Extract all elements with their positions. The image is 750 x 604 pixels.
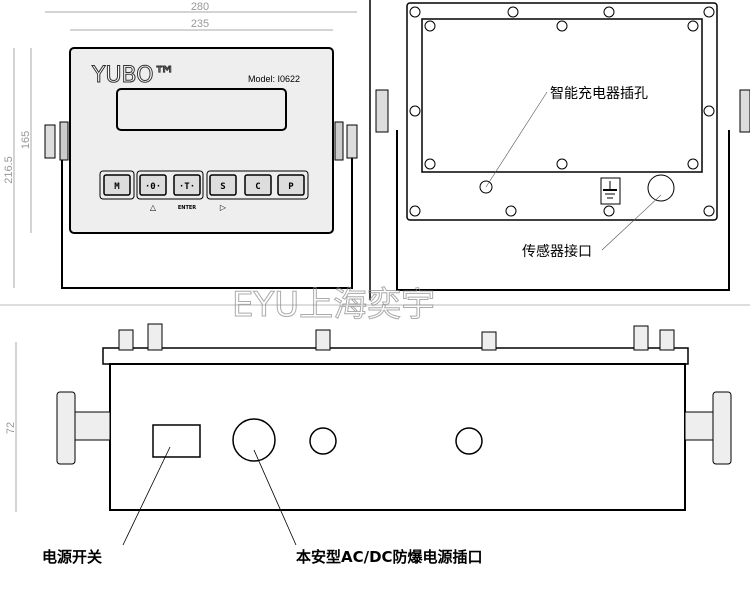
svg-text:C: C — [255, 182, 260, 192]
key-m[interactable]: M — [103, 174, 131, 196]
key-group-1 — [99, 170, 135, 200]
bottom-view: 72 电源开关 本安型AC/DC防爆电源插口 — [5, 323, 732, 566]
key-c[interactable]: C — [244, 174, 272, 196]
bottom-right-shaft — [684, 411, 716, 441]
socket-leader-line — [253, 449, 297, 546]
charger-port-label: 智能充电器插孔 — [550, 86, 648, 102]
rear-stand — [396, 130, 730, 291]
svg-text:·T·: ·T· — [179, 182, 195, 192]
bottom-left-shaft — [74, 411, 111, 441]
sensor-leader-line — [601, 194, 662, 251]
right-knob — [346, 124, 358, 159]
key-group-2 — [136, 170, 204, 200]
top-screws — [118, 323, 675, 351]
dim-165: 165 — [20, 131, 32, 149]
port-hole-2 — [455, 427, 483, 455]
front-view: 280 235 216.5 165 YUBO™ Model: I0622 M ·… — [3, 1, 358, 289]
ground-icon — [600, 177, 621, 205]
switch-leader-line — [122, 446, 171, 546]
housing-body — [109, 363, 686, 511]
key-tare[interactable]: ·T· — [173, 174, 201, 196]
key-zero[interactable]: ·0· — [139, 174, 167, 196]
rear-right-knob — [739, 89, 750, 133]
model-label: Model: I0622 — [248, 74, 300, 84]
enter-label: ENTER — [178, 205, 196, 211]
sensor-port-label: 传感器接口 — [522, 243, 592, 260]
left-bracket — [59, 121, 69, 161]
sensor-port — [647, 174, 675, 202]
dim-280: 280 — [191, 1, 209, 13]
power-switch-label: 电源开关 — [42, 548, 102, 566]
port-hole-1 — [309, 427, 337, 455]
dim-216-5: 216.5 — [3, 156, 15, 184]
bottom-right-knob — [712, 391, 732, 465]
rear-left-knob — [375, 89, 389, 133]
front-stand — [61, 135, 353, 289]
charger-leader-line — [485, 91, 548, 188]
lcd-display — [116, 88, 287, 131]
rear-view: 智能充电器插孔 传感器接口 — [375, 2, 750, 291]
right-bracket — [334, 121, 344, 161]
key-s[interactable]: S — [209, 174, 237, 196]
dim-72: 72 — [5, 422, 17, 434]
brand-logo: YUBO™ — [91, 63, 176, 88]
screw-holes — [409, 6, 715, 217]
watermark: EYU上海奕宇 — [232, 285, 435, 325]
key-group-3 — [206, 170, 309, 200]
rear-cover — [421, 18, 703, 173]
left-knob — [44, 124, 56, 159]
svg-text:M: M — [114, 182, 120, 192]
top-rail — [102, 347, 689, 365]
key-p[interactable]: P — [277, 174, 305, 196]
power-socket — [232, 418, 276, 462]
power-switch — [152, 424, 201, 458]
dim-235: 235 — [191, 18, 209, 30]
up-arrow-icon: △ — [150, 203, 157, 212]
right-arrow-icon: ▷ — [220, 203, 227, 212]
svg-text:P: P — [288, 182, 294, 192]
bottom-left-knob — [56, 391, 76, 465]
power-socket-label: 本安型AC/DC防爆电源插口 — [296, 548, 483, 566]
svg-text:S: S — [220, 182, 225, 192]
svg-text:·0·: ·0· — [145, 182, 161, 192]
